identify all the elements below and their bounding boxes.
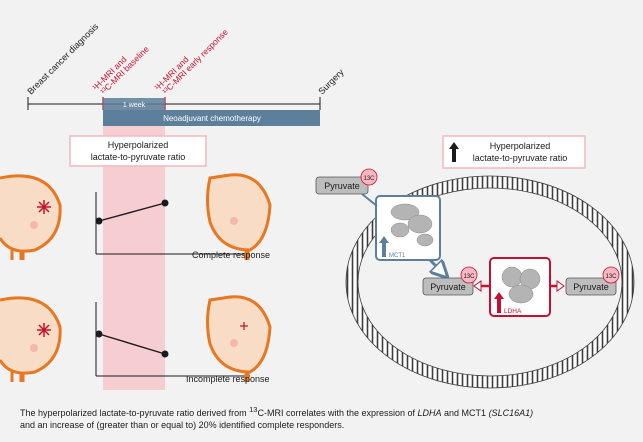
reaction-arrowhead-left-icon <box>473 280 482 292</box>
pyruvate-inside-box <box>422 277 474 296</box>
incomplete-response-row: Incomplete response <box>0 295 272 384</box>
complete-baseline-point <box>95 217 103 225</box>
caption-part1: The hyperpolarized lactate-to-pyruvate r… <box>20 408 250 418</box>
complete-trend-line <box>98 202 166 222</box>
breast-tumor-icon <box>0 174 62 260</box>
chemo-label: Neoadjuvant chemotherapy <box>163 114 261 123</box>
c13-badge-label: 13C <box>363 176 375 182</box>
right-box-title-line2: lactate-to-pyruvate ratio <box>473 153 568 163</box>
complete-response-row: Complete response <box>0 173 272 260</box>
caption-part3: and MCT1 <box>441 408 489 418</box>
mct1-up-arrow-icon <box>379 236 389 257</box>
pyruvate-right-box <box>565 277 617 296</box>
left-box-title-line1: Hyperpolarized <box>108 140 169 150</box>
neoadjuvant-chemo-bar <box>103 110 320 126</box>
pyruvate-right-label: Pyruvate <box>573 282 609 292</box>
label-early-line2: ¹³C-MRI early response <box>160 27 230 97</box>
incomplete-response-label: Incomplete response <box>186 374 270 384</box>
complete-early-point <box>161 199 169 207</box>
caption-gene-ldha: LDHA <box>417 408 442 418</box>
incomplete-early-point <box>161 350 169 358</box>
caption-part2: C-MRI correlates with the expression of <box>257 408 418 418</box>
c13-badge-label: 13C <box>605 274 617 280</box>
c13-badge-icon <box>360 168 378 186</box>
import-arrow <box>428 258 446 276</box>
cell-diagram: Pyruvate 13C MCT1 Pyruvate 13C LDHA <box>315 168 635 389</box>
caption-superscript: 13 <box>249 405 258 414</box>
ldha-protein-icon <box>501 266 541 304</box>
pyruvate-outside-box <box>315 176 369 195</box>
figure-caption: The hyperpolarized lactate-to-pyruvate r… <box>20 404 630 431</box>
mct1-label: MCT1 <box>389 253 406 259</box>
uptake-arrow <box>361 193 378 207</box>
reaction-arrowhead-right-icon <box>556 280 565 292</box>
complete-response-label: Complete response <box>192 250 270 260</box>
ldha-label: LDHA <box>504 308 522 315</box>
left-box-title-line2: lactate-to-pyruvate ratio <box>91 152 186 162</box>
right-ratio-box: Hyperpolarized lactate-to-pyruvate ratio <box>442 135 586 169</box>
caption-gene-slc16a1: (SLC16A1) <box>488 408 534 418</box>
breast-tumor-icon <box>0 296 62 382</box>
pyruvate-outside-label: Pyruvate <box>324 181 360 191</box>
timeline: 1 week Neoadjuvant chemotherapy Breast c… <box>25 21 346 126</box>
incomplete-baseline-point <box>95 330 103 338</box>
incomplete-trend-line <box>98 333 166 355</box>
left-ratio-box: Hyperpolarized lactate-to-pyruvate ratio <box>69 135 207 167</box>
c13-badge-icon <box>602 266 620 284</box>
c13-badge-label: 13C <box>463 274 475 280</box>
mct1-protein-icon <box>390 203 434 247</box>
pyruvate-inside-label: Pyruvate <box>430 282 466 292</box>
week-bar <box>103 98 165 110</box>
breast-residual-tumor-icon <box>206 295 272 382</box>
up-arrow-icon <box>449 142 459 162</box>
ldha-up-arrow-icon <box>494 292 504 313</box>
label-surgery: Surgery <box>316 67 346 97</box>
c13-badge-icon <box>460 266 478 284</box>
caption-line2: and an increase of (greater than or equa… <box>20 420 345 430</box>
breast-responding-icon <box>206 173 272 260</box>
week-label: 1 week <box>123 102 146 109</box>
right-box-title-line1: Hyperpolarized <box>490 141 551 151</box>
